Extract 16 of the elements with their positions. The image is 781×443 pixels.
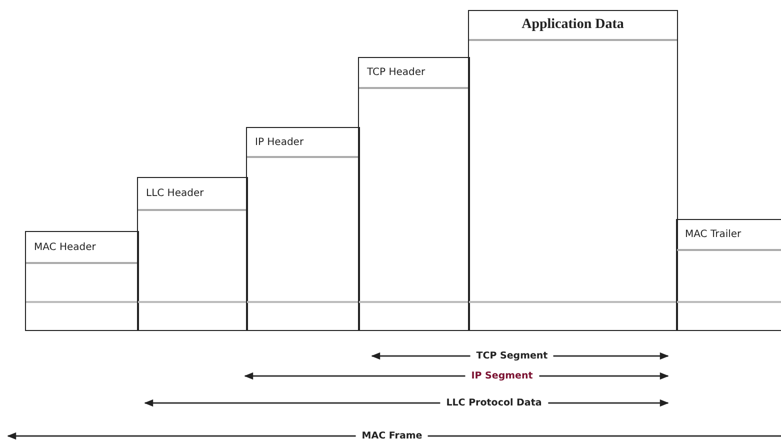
layer-column [468,10,678,331]
layer-column [25,231,138,331]
header-label: MAC Header [34,242,96,252]
header-label: MAC Trailer [685,229,742,240]
header-label: IP Header [255,136,304,148]
header-label: Application Data [522,17,624,33]
span-label: MAC Frame [356,430,428,442]
header-label: LLC Header [146,188,204,199]
span-label: LLC Protocol Data [440,398,548,408]
layer-column [358,57,470,331]
layer-column [137,177,248,331]
span-label: TCP Segment [470,350,554,362]
header-label: TCP Header [367,67,426,78]
layer-column [246,127,360,331]
layer-column [676,219,781,331]
span-label: IP Segment [465,370,539,382]
